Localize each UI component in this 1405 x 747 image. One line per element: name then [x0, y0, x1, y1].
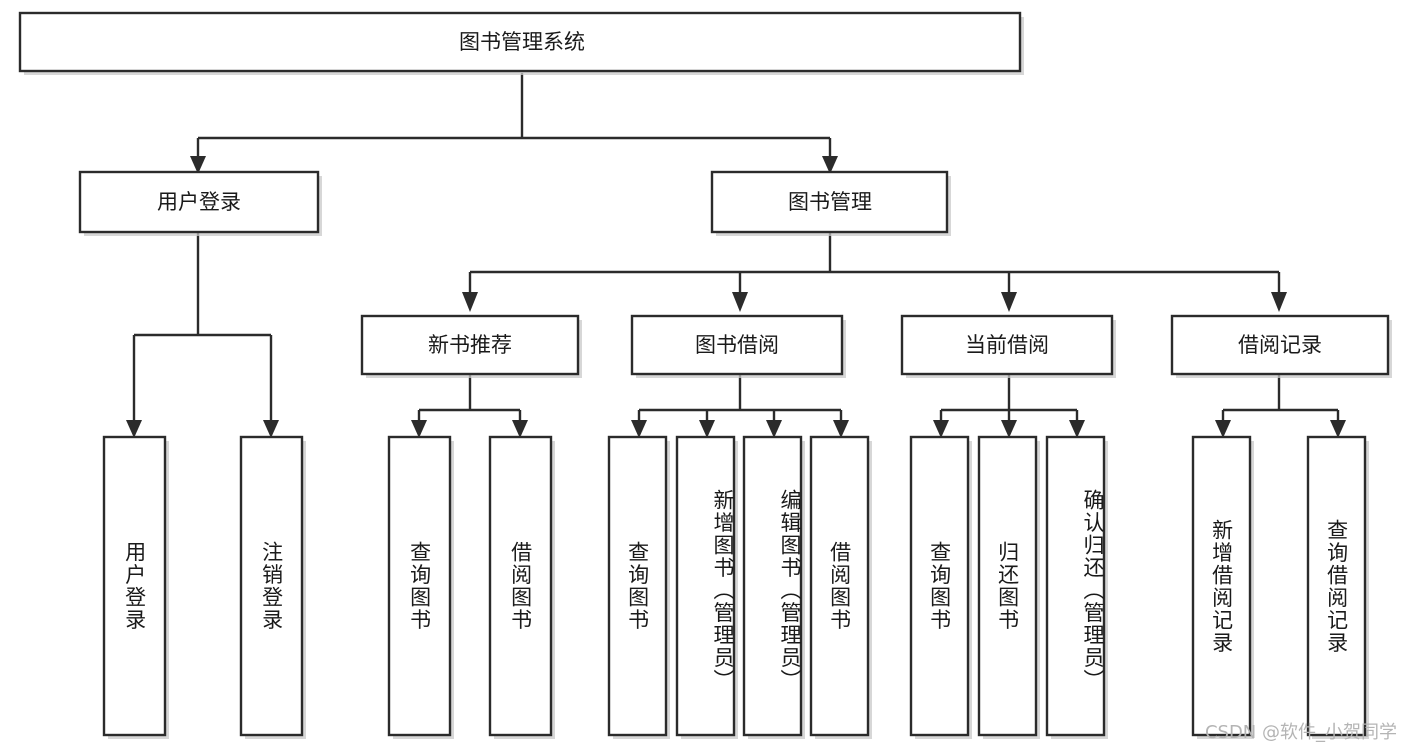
node-current-borrow[interactable]: [900, 314, 1114, 376]
arrow-head-current-borrow-leaf-3: [1069, 420, 1085, 438]
arrow-head-new-book-leaf-2: [512, 420, 528, 438]
arrow-head-current-borrow: [1001, 292, 1017, 312]
leaf-user-login-2[interactable]: [239, 435, 304, 737]
label-borrow-record: 借阅记录: [1238, 333, 1322, 357]
arrow-head-book-borrow-leaf-2: [699, 420, 715, 438]
arrow-head-new-book-leaf-1: [411, 420, 427, 438]
arrow-head-user-login-leaf-2: [263, 420, 279, 438]
node-root[interactable]: [18, 11, 1022, 73]
label-book-management: 图书管理: [788, 190, 872, 214]
arrow-head-borrow-record-leaf-2: [1330, 420, 1346, 438]
label-root: 图书管理系统: [459, 30, 585, 54]
label-book-borrow: 图书借阅: [695, 333, 779, 357]
arrow-head-current-borrow-leaf-2: [1001, 420, 1017, 438]
leaf-borrow-record-2[interactable]: [1306, 435, 1367, 737]
watermark: CSDN @软件_小贺同学: [1204, 722, 1397, 743]
leaf-book-borrow-3[interactable]: [742, 435, 803, 737]
arrow-head-user-login: [190, 156, 206, 174]
label-user-login: 用户登录: [157, 190, 241, 214]
node-book-borrow[interactable]: [630, 314, 844, 376]
arrow-head-book-borrow-leaf-3: [766, 420, 782, 438]
node-borrow-record[interactable]: [1170, 314, 1390, 376]
node-labels: 图书管理系统 用户登录 图书管理 新书推荐 图书借阅 当前借阅 借阅记录: [157, 30, 1322, 357]
arrow-head-borrow-record-leaf-1: [1215, 420, 1231, 438]
leaf-book-borrow-2[interactable]: [675, 435, 736, 737]
arrow-head-book-borrow: [732, 292, 748, 312]
leaf-current-borrow-3[interactable]: [1045, 435, 1106, 737]
node-user-login[interactable]: [78, 170, 320, 234]
node-new-book-recommend[interactable]: [360, 314, 580, 376]
leaf-current-borrow-2[interactable]: [977, 435, 1038, 737]
connectors: [126, 73, 1346, 438]
leaf-borrow-record-1[interactable]: [1191, 435, 1252, 737]
arrow-head-current-borrow-leaf-1: [933, 420, 949, 438]
leaf-book-borrow-4[interactable]: [809, 435, 870, 737]
leaf-current-borrow-1[interactable]: [909, 435, 970, 737]
arrow-head-book-borrow-leaf-4: [833, 420, 849, 438]
arrow-head-book-borrow-leaf-1: [631, 420, 647, 438]
node-boxes: [18, 11, 1392, 739]
leaf-new-book-1[interactable]: [387, 435, 452, 737]
arrow-head-book-mgmt: [822, 156, 838, 174]
node-book-management[interactable]: [710, 170, 949, 234]
leaf-new-book-2[interactable]: [488, 435, 553, 737]
arrow-head-user-login-leaf-1: [126, 420, 142, 438]
arrow-head-borrow-record: [1271, 292, 1287, 312]
arrow-head-new-book: [462, 292, 478, 312]
label-new-book-recommend: 新书推荐: [428, 333, 512, 357]
leaf-user-login-1[interactable]: [102, 435, 167, 737]
leaf-book-borrow-1[interactable]: [607, 435, 668, 737]
label-current-borrow: 当前借阅: [965, 333, 1049, 357]
